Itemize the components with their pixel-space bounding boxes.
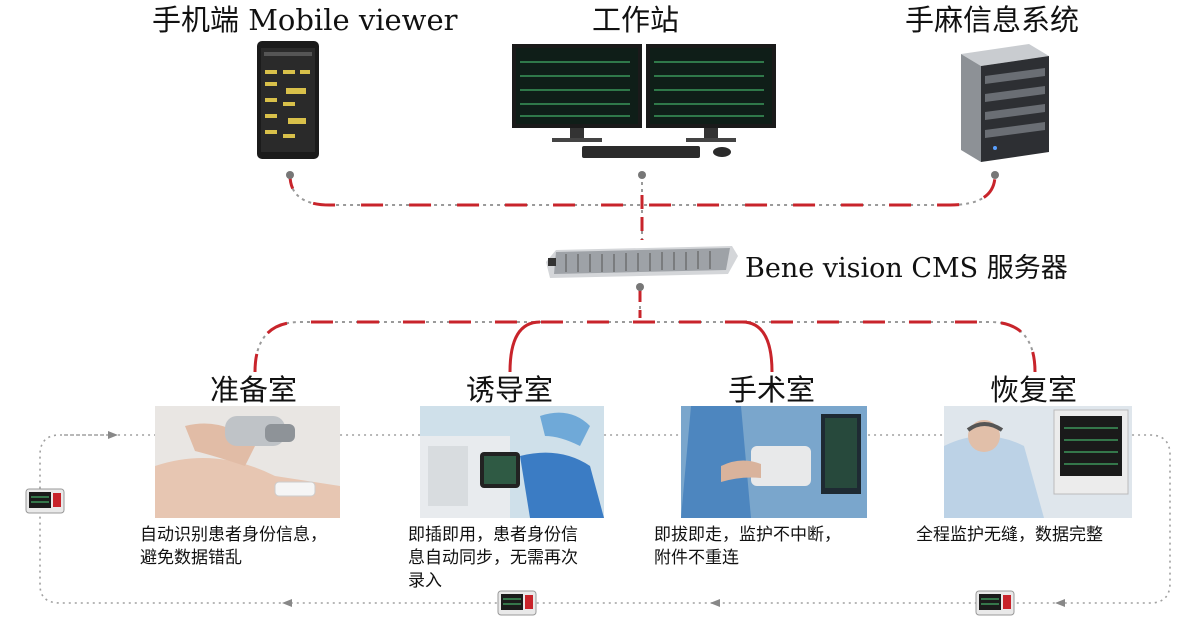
room-label-prep: 准备室 (210, 373, 298, 407)
mobile-viewer-label: 手机端 Mobile viewer (152, 3, 458, 37)
recovery-room-desc: 全程监护无缝，数据完整 (916, 524, 1176, 547)
recovery-room-photo (944, 406, 1132, 518)
patient-monitor-icon (975, 590, 1015, 616)
anesthesia-system-label: 手麻信息系统 (905, 3, 1080, 37)
prep-room-desc: 自动识别患者身份信息， 避免数据错乱 (140, 524, 380, 570)
desc-line: 即插即用，患者身份信 (408, 525, 578, 545)
workstation-monitors-icon (512, 42, 776, 160)
smartphone-icon (256, 40, 320, 160)
rack-server-icon (546, 244, 738, 280)
desc-line: 录入 (408, 571, 442, 591)
induction-room-photo (420, 406, 604, 518)
desc-line: 即拔即走，监护不中断， (654, 525, 841, 545)
desc-line: 全程监护无缝，数据完整 (916, 525, 1103, 545)
desc-line: 附件不重连 (654, 548, 739, 568)
server-tower-icon (955, 42, 1051, 164)
desc-line: 自动识别患者身份信息， (140, 525, 327, 545)
room-label-recovery: 恢复室 (990, 373, 1078, 407)
patient-monitor-icon (497, 590, 537, 616)
operating-room-desc: 即拔即走，监护不中断， 附件不重连 (654, 524, 894, 570)
room-label-induction: 诱导室 (466, 373, 554, 407)
cms-server-label: Bene vision CMS 服务器 (745, 253, 1068, 284)
patient-monitor-icon (25, 488, 65, 514)
operating-room-photo (681, 406, 867, 518)
desc-line: 息自动同步，无需再次 (408, 548, 578, 568)
desc-line: 避免数据错乱 (140, 548, 242, 568)
prep-room-photo (155, 406, 340, 518)
workstation-label: 工作站 (592, 3, 680, 37)
room-label-operating: 手术室 (728, 373, 816, 407)
induction-room-desc: 即插即用，患者身份信 息自动同步，无需再次 录入 (408, 524, 628, 593)
